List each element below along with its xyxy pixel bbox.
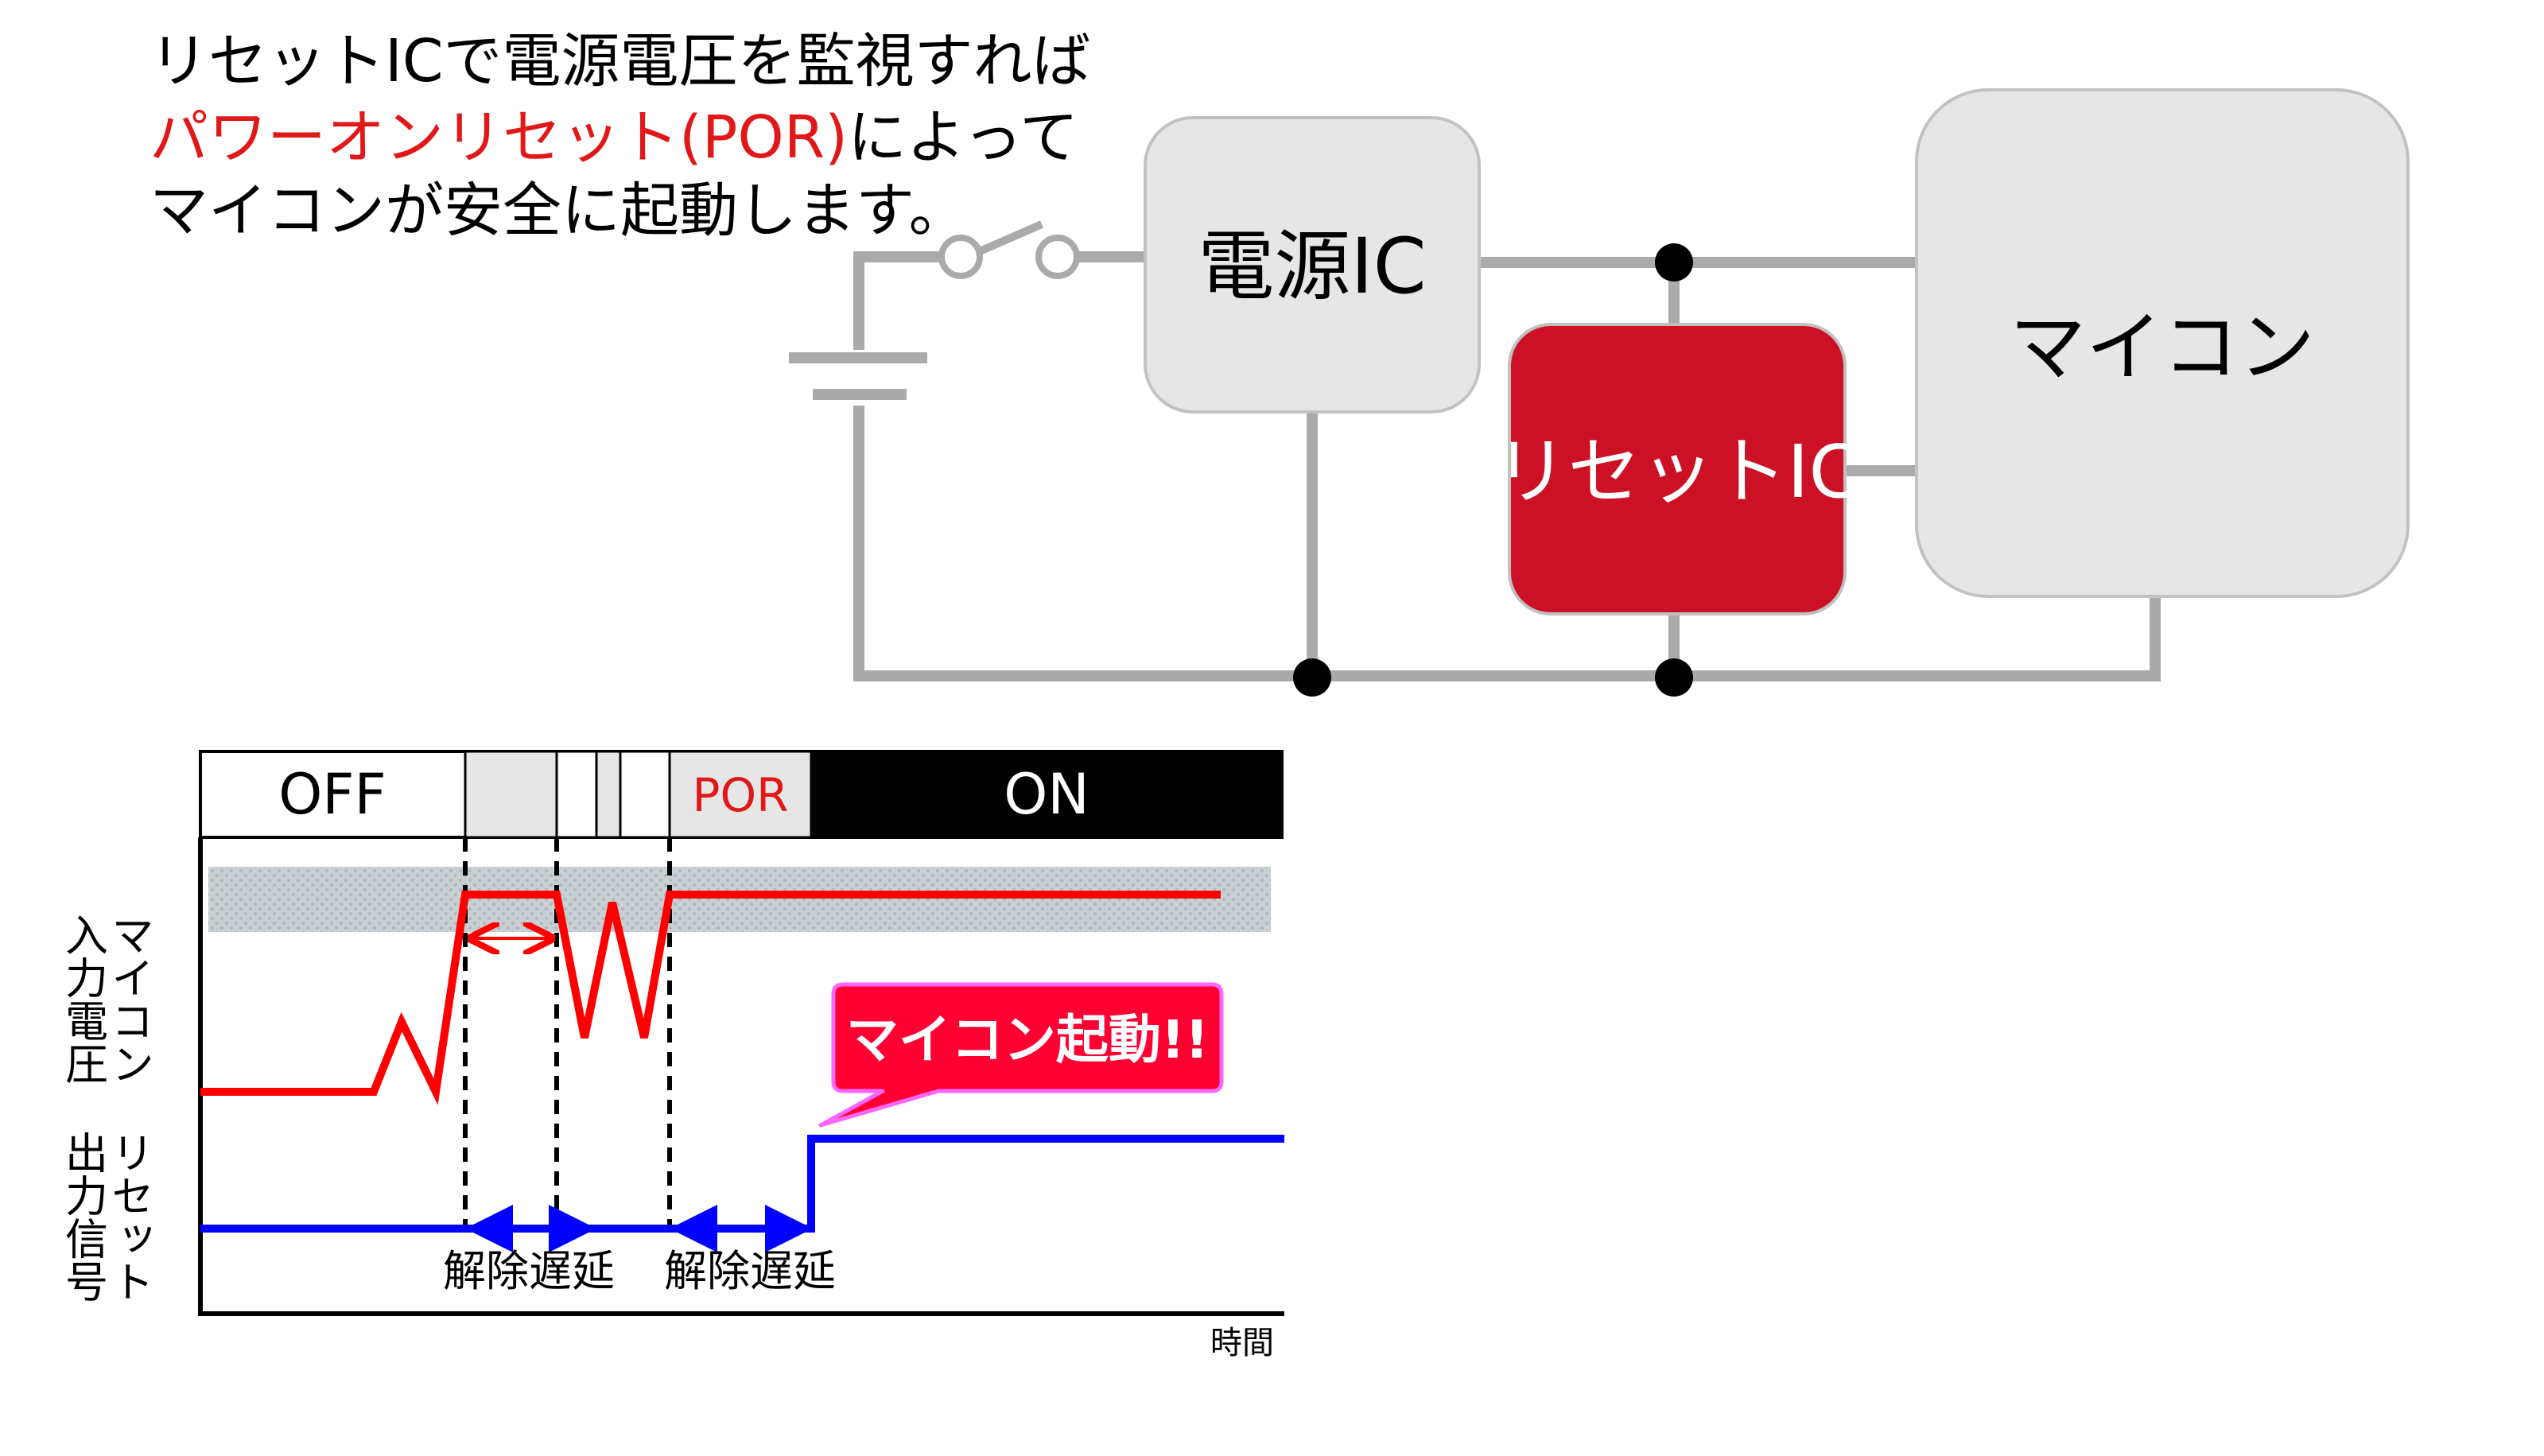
mcu-voltage-axis-label: マイコン 入力電圧	[58, 913, 154, 1085]
threshold-band	[208, 867, 1271, 932]
event-markers	[463, 837, 672, 1229]
junction-dot-gnd-right	[1655, 658, 1693, 697]
state-cell-startup	[464, 750, 558, 839]
mcu-start-callout: マイコン起動!!	[818, 982, 1224, 1128]
state-off-label: OFF	[278, 762, 386, 827]
mcu-voltage-label-line-2: 入力電圧	[58, 913, 108, 1085]
heading-line-2: パワーオンリセット(POR)によって	[150, 103, 1078, 172]
reset-output-label-line-2: 出力信号	[58, 1131, 108, 1303]
heading-por-highlight: パワーオンリセット(POR)	[150, 103, 848, 172]
reset-output-label-line-1: リセット	[104, 1131, 154, 1303]
chart-axes	[198, 837, 1284, 1316]
reset-ic-label: リセットIC	[1494, 429, 1859, 514]
reset-ic-block: リセットIC	[1494, 323, 1860, 615]
delay-label-2: 解除遅延	[664, 1246, 836, 1296]
state-cell-glitch-3	[619, 750, 671, 839]
junction-dots	[1293, 243, 1693, 697]
state-cell-glitch-1	[555, 750, 598, 839]
mcu-label: マイコン	[2010, 303, 2315, 392]
reset-output-trace	[200, 1135, 1284, 1233]
mcu-start-callout-text: マイコン起動!!	[846, 1009, 1209, 1070]
ground-wire	[853, 251, 2161, 681]
heading-line-3: マイコンが安全に起動します。	[150, 177, 968, 245]
heading: リセットICで電源電圧を監視すれば パワーオンリセット(POR)によって マイコ…	[150, 27, 1091, 245]
mcu-block: マイコン	[1915, 88, 2410, 598]
state-cell-glitch-2	[595, 750, 622, 839]
heading-line-2-rest: によって	[848, 103, 1078, 172]
junction-dot-gnd-left	[1293, 658, 1331, 697]
battery-icon	[789, 350, 927, 406]
power-ic-label: 電源IC	[1198, 222, 1426, 311]
state-cell-por	[668, 750, 813, 839]
mcu-voltage-label-line-1: マイコン	[104, 913, 154, 1085]
state-cell-on	[810, 750, 1284, 839]
mcu-voltage-trace	[200, 891, 1221, 1105]
heading-line-1: リセットICで電源電圧を監視すれば	[150, 27, 1091, 95]
timing-chart: OFF POR ON 解除遅延 解除遅延 マイコン 入力電圧	[58, 750, 1284, 1361]
power-ic-block: 電源IC	[1144, 116, 1481, 414]
time-axis-label: 時間	[1210, 1325, 1274, 1361]
switch-icon	[938, 220, 1080, 279]
state-on-label: ON	[1004, 762, 1089, 827]
junction-dot-supply	[1655, 243, 1693, 281]
circuit-wires	[853, 251, 2161, 681]
reset-output-axis-label: リセット 出力信号	[58, 1131, 154, 1303]
state-por-label: POR	[693, 768, 789, 822]
delay-label-1: 解除遅延	[443, 1246, 615, 1296]
